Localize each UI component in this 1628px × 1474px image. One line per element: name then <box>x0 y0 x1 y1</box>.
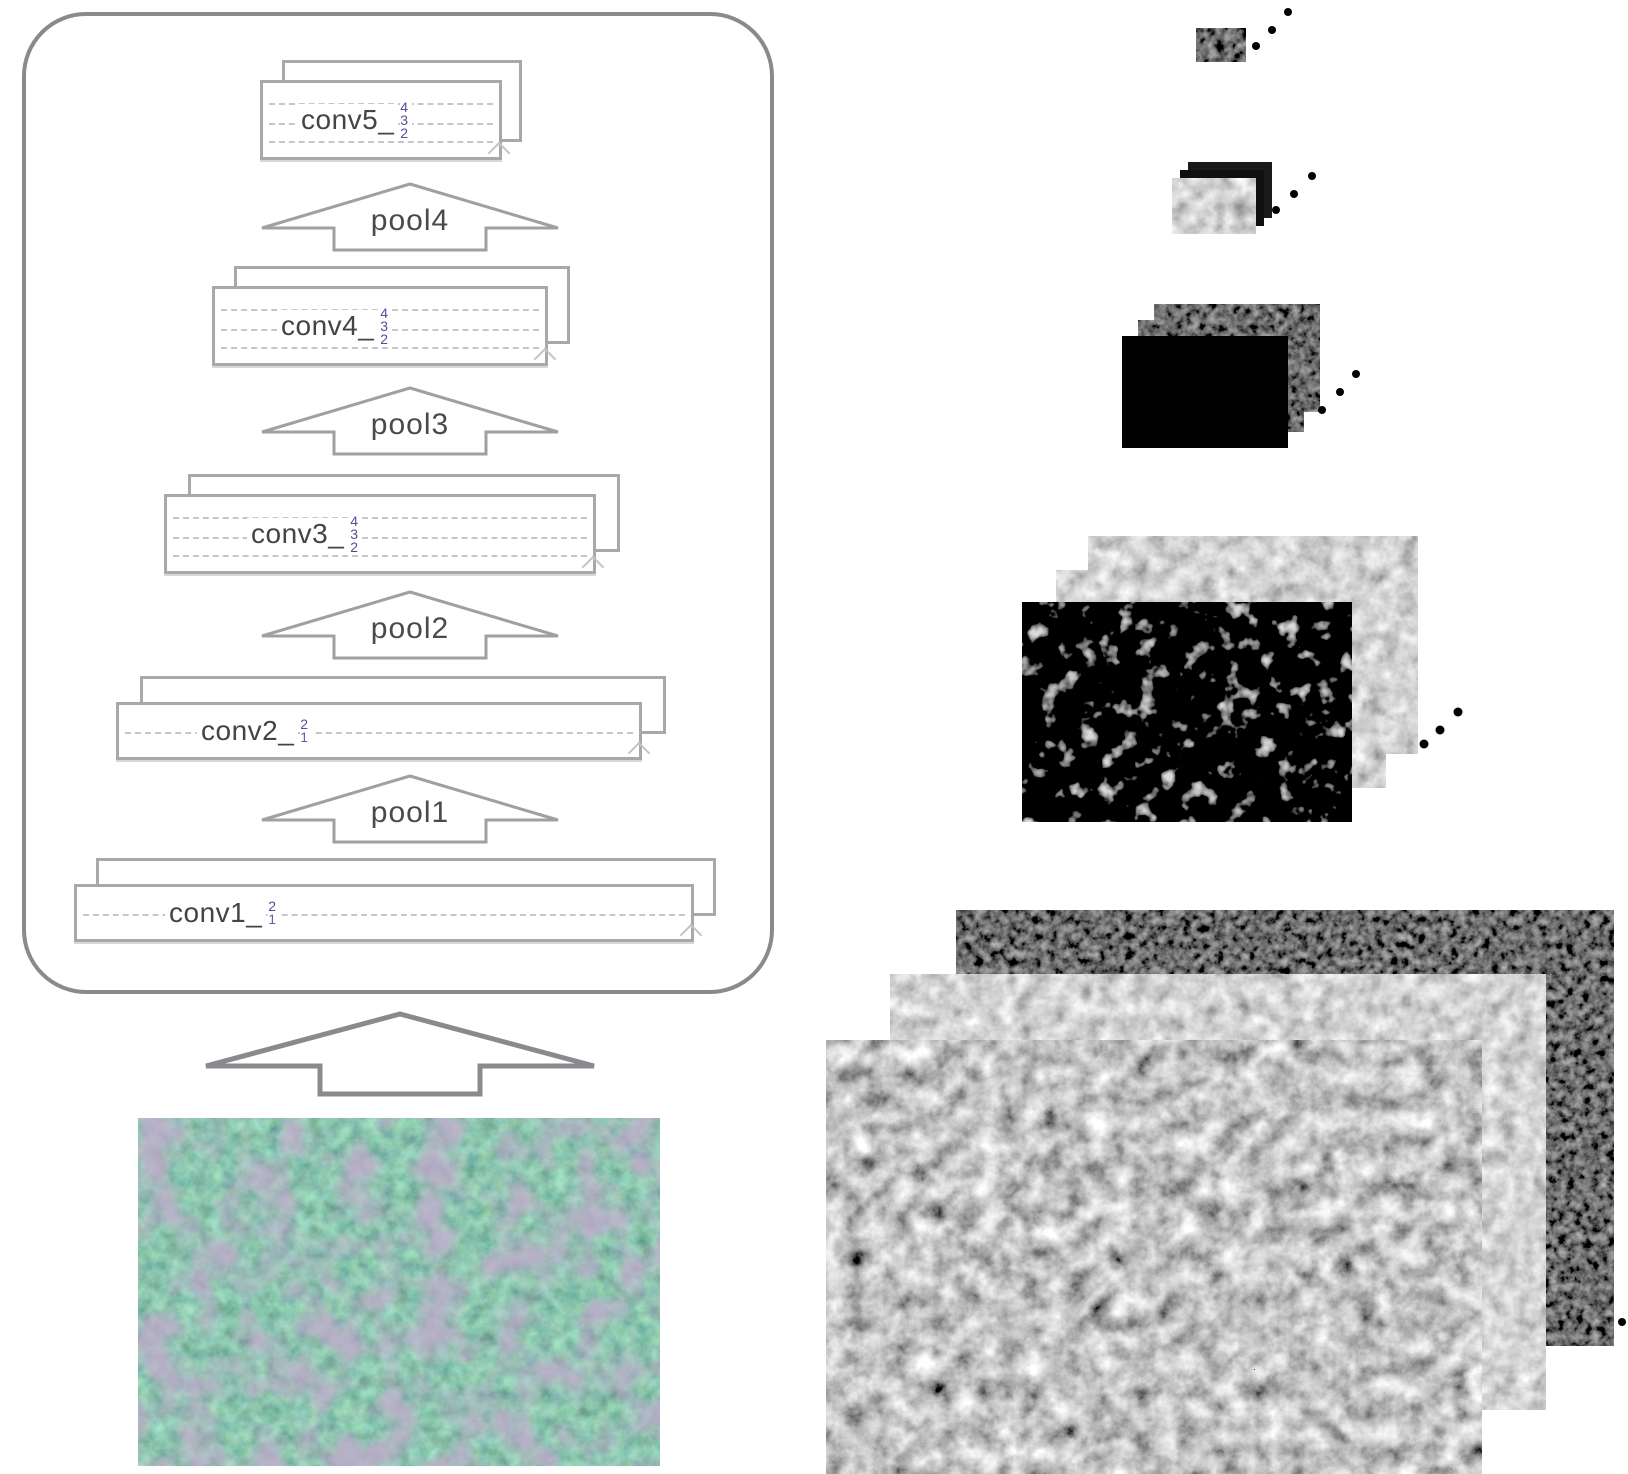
input-arrow <box>200 1010 600 1098</box>
feature-map-level-4 <box>1172 162 1316 234</box>
network-container <box>22 12 774 994</box>
pool3-arrow: pool3 <box>258 386 562 456</box>
conv2-label: conv2_ <box>197 715 299 747</box>
conv4-label: conv4_ <box>277 310 379 342</box>
pool4-arrow: pool4 <box>258 182 562 252</box>
pool1-arrow: pool1 <box>258 774 562 844</box>
conv3-label: conv3_ <box>247 518 349 550</box>
feature-map-level-5 <box>1196 8 1292 62</box>
pool2-arrow: pool2 <box>258 590 562 660</box>
feature-map-level-3 <box>1122 304 1360 448</box>
input-image <box>138 1118 660 1466</box>
conv1-label: conv1_ <box>165 897 267 929</box>
pool1-label: pool1 <box>370 796 450 829</box>
pool4-label: pool4 <box>370 204 450 237</box>
pool3-label: pool3 <box>370 408 450 441</box>
pool2-label: pool2 <box>370 612 450 645</box>
conv5-label: conv5_ <box>297 104 399 136</box>
feature-map-level-2 <box>1022 536 1463 822</box>
feature-map-level-1 <box>826 910 1626 1474</box>
